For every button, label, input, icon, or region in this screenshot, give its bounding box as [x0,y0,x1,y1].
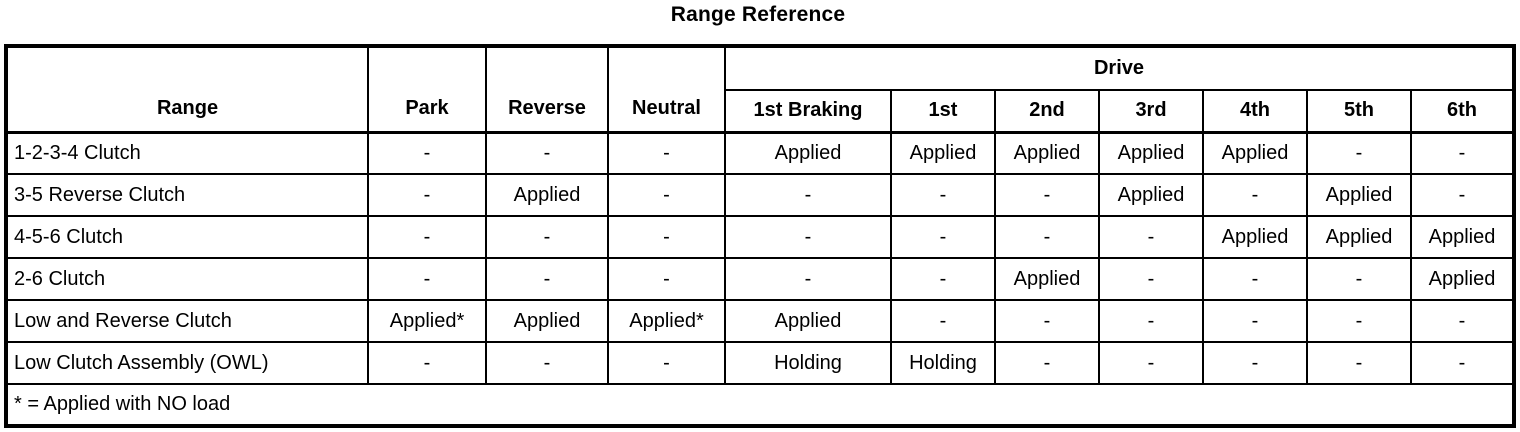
cell-6th: - [1409,131,1516,175]
cell-reverse: - [485,131,609,175]
cell-6th: Applied [1409,257,1516,301]
table-row-1234-clutch: 1-2-3-4 Clutch - - - Applied Applied App… [5,131,1516,175]
cell-1st-braking: Applied [724,131,892,175]
cell-reverse: - [485,341,609,385]
cell-6th: - [1409,173,1516,217]
cell-park: Applied* [367,299,487,343]
range-reference-table: Range Park Reverse Neutral Drive 1st Bra… [4,44,1517,428]
cell-6th: Applied [1409,215,1516,259]
cell-2nd: - [994,341,1100,385]
col-header-4th: 4th [1202,89,1308,134]
cell-3rd: - [1098,299,1204,343]
cell-park: - [367,173,487,217]
row-label: 2-6 Clutch [5,257,369,301]
row-label: 4-5-6 Clutch [5,215,369,259]
cell-5th: Applied [1306,215,1412,259]
cell-reverse: - [485,215,609,259]
cell-1st: Holding [890,341,996,385]
row-label: 1-2-3-4 Clutch [5,131,369,175]
cell-3rd: - [1098,341,1204,385]
cell-reverse: Applied [485,173,609,217]
cell-1st-braking: - [724,215,892,259]
cell-1st: - [890,257,996,301]
cell-neutral: - [607,341,726,385]
cell-reverse: Applied [485,299,609,343]
col-group-header-drive: Drive [723,45,1516,91]
cell-6th: - [1409,299,1516,343]
cell-neutral: Applied* [607,299,726,343]
cell-1st-braking: Applied [724,299,892,343]
cell-neutral: - [607,173,726,217]
cell-4th: Applied [1202,215,1308,259]
table-header: Range Park Reverse Neutral Drive 1st Bra… [5,45,1516,134]
cell-4th: - [1202,341,1308,385]
cell-2nd: - [994,299,1100,343]
table-row-35-reverse-clutch: 3-5 Reverse Clutch - Applied - - - - App… [5,173,1516,217]
table-row-26-clutch: 2-6 Clutch - - - - - Applied - - - Appli… [5,257,1516,301]
table-footer: * = Applied with NO load [4,383,1516,427]
cell-2nd: Applied [994,257,1100,301]
cell-1st: Applied [890,131,996,175]
cell-neutral: - [607,215,726,259]
col-header-reverse: Reverse [485,45,609,134]
table-row-low-clutch-assembly-owl: Low Clutch Assembly (OWL) - - - Holding … [5,341,1516,385]
cell-3rd: - [1098,257,1204,301]
col-header-neutral: Neutral [607,45,726,134]
cell-1st: - [890,299,996,343]
cell-park: - [367,215,487,259]
cell-4th: Applied [1202,131,1308,175]
col-header-2nd: 2nd [994,89,1100,134]
table-row-low-and-reverse-clutch: Low and Reverse Clutch Applied* Applied … [5,299,1516,343]
cell-6th: - [1409,341,1516,385]
header-row-sub: 1st Braking 1st 2nd 3rd 4th 5th 6th [6,89,1516,134]
cell-1st: - [890,215,996,259]
cell-3rd: Applied [1098,131,1204,175]
cell-1st-braking: - [724,173,892,217]
col-header-1st: 1st [890,89,996,134]
cell-park: - [367,341,487,385]
col-header-park: Park [367,45,487,134]
table-body: 1-2-3-4 Clutch - - - Applied Applied App… [5,131,1516,385]
cell-4th: - [1202,173,1308,217]
cell-park: - [367,131,487,175]
cell-5th: - [1306,257,1412,301]
row-label: Low and Reverse Clutch [5,299,369,343]
cell-2nd: Applied [994,131,1100,175]
col-header-3rd: 3rd [1098,89,1204,134]
cell-3rd: Applied [1098,173,1204,217]
page-title: Range Reference [670,3,846,26]
cell-1st-braking: Holding [724,341,892,385]
cell-5th: Applied [1306,173,1412,217]
cell-5th: - [1306,299,1412,343]
cell-2nd: - [994,215,1100,259]
cell-5th: - [1306,131,1412,175]
cell-neutral: - [607,257,726,301]
cell-4th: - [1202,299,1308,343]
row-label: 3-5 Reverse Clutch [5,173,369,217]
cell-1st: - [890,173,996,217]
row-label: Low Clutch Assembly (OWL) [5,341,369,385]
cell-4th: - [1202,257,1308,301]
col-header-5th: 5th [1306,89,1412,134]
cell-2nd: - [994,173,1100,217]
header-row-top: Range Park Reverse Neutral Drive [5,45,1516,134]
table-row-456-clutch: 4-5-6 Clutch - - - - - - - Applied Appli… [5,215,1516,259]
cell-5th: - [1306,341,1412,385]
cell-1st-braking: - [724,257,892,301]
cell-reverse: - [485,257,609,301]
cell-neutral: - [607,131,726,175]
col-header-6th: 6th [1409,89,1516,134]
col-header-1st-braking: 1st Braking [724,89,892,134]
cell-3rd: - [1098,215,1204,259]
cell-park: - [367,257,487,301]
col-header-range: Range [5,45,369,134]
footnote: * = Applied with NO load [4,383,1516,427]
footnote-row: * = Applied with NO load [4,383,1516,427]
